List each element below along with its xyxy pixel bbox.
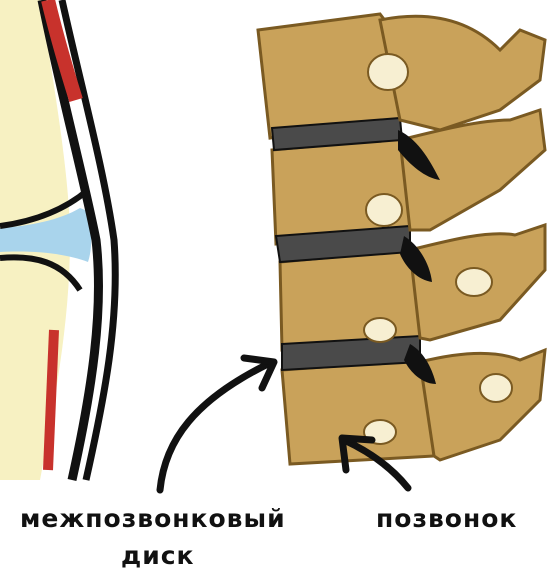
foramen-1 <box>368 54 408 90</box>
vertebra-body-3 <box>280 250 420 350</box>
foramen-3 <box>456 268 492 296</box>
foramen-2 <box>366 194 402 226</box>
disc-arrow-shaft <box>160 364 268 490</box>
vertebra-process-4 <box>420 350 545 460</box>
spine-illustration <box>258 14 545 464</box>
joint-illustration <box>0 0 115 480</box>
intervertebral-disc-label-line2: диск <box>121 541 195 570</box>
vertebra-label: позвонок <box>376 504 517 533</box>
blood-vessel-lower <box>48 330 54 470</box>
foramen-5 <box>480 374 512 402</box>
intervertebral-disc-label-line1: межпозвонковый <box>20 504 286 533</box>
disc-arrow <box>160 358 274 490</box>
foramen-4 <box>364 318 396 342</box>
